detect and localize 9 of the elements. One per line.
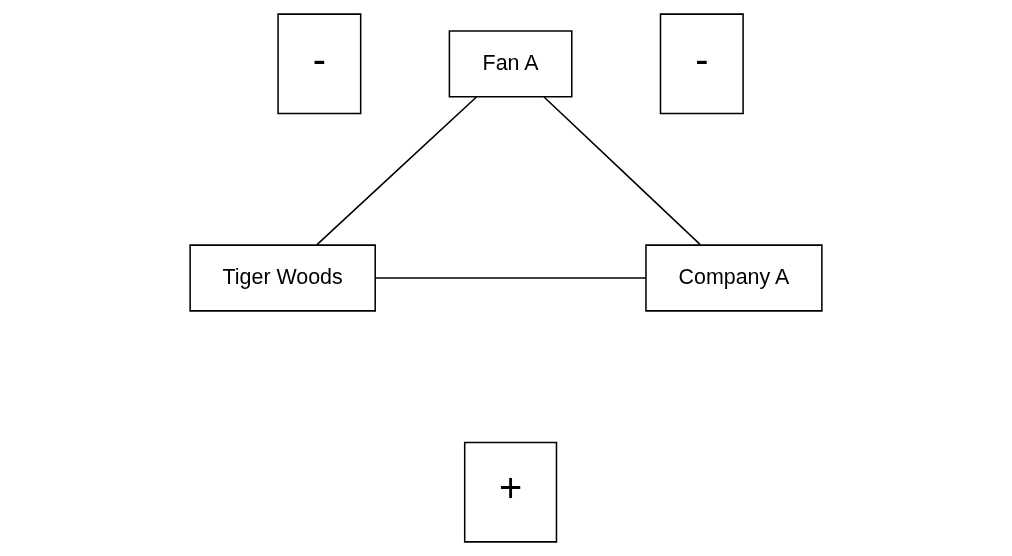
node-box: - <box>659 13 744 115</box>
node-box: - <box>277 13 362 115</box>
connector <box>316 96 478 246</box>
node-box: + <box>463 441 558 543</box>
connector <box>543 96 702 246</box>
node-box: Tiger Woods <box>189 244 376 312</box>
node-box: Fan A <box>448 30 573 98</box>
connector <box>374 277 647 279</box>
node-box: Company A <box>645 244 823 312</box>
